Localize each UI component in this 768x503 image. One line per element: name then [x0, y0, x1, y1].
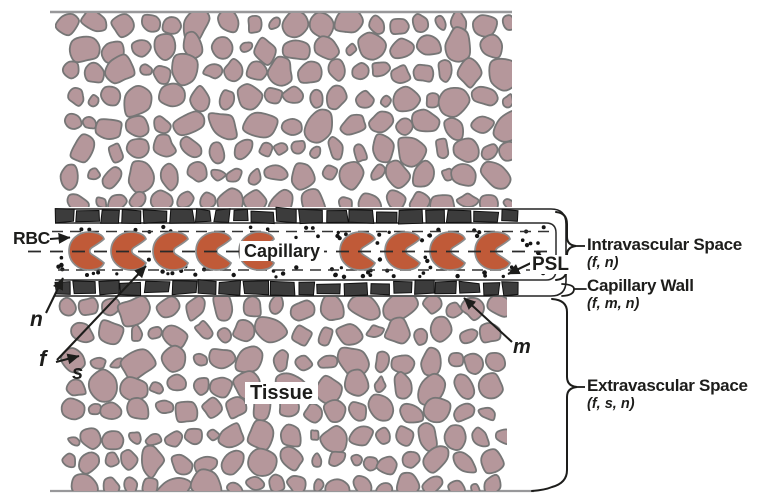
capillary-wall-params: (f, m, n) — [587, 295, 640, 312]
capillary-wall-top — [54, 206, 519, 225]
extravascular-space-params: (f, s, n) — [587, 395, 635, 412]
rbc-group — [68, 231, 511, 271]
capillary-wall-title: Capillary Wall — [587, 276, 694, 295]
tissue-region-top — [55, 13, 512, 207]
extravascular-brace — [531, 298, 578, 492]
rbc-label: RBC — [13, 228, 51, 248]
tissue-region-bottom — [58, 297, 507, 491]
intravascular-space-params: (f, n) — [587, 254, 619, 271]
annotation-arrows — [45, 232, 532, 365]
extravascular-space-annotation: Extravascular Space (f, s, n) — [587, 377, 748, 411]
rbc-cell — [68, 231, 105, 271]
intravascular-space-annotation: Intravascular Space (f, n) — [587, 236, 742, 270]
tissue-label: Tissue — [245, 382, 318, 404]
capillary-wall-annotation: Capillary Wall (f, m, n) — [587, 277, 694, 311]
capillary-label: Capillary — [240, 241, 325, 261]
marker-n-label: n — [30, 308, 43, 331]
intravascular-space-title: Intravascular Space — [587, 235, 742, 254]
psl-label: PSL — [530, 254, 571, 275]
marker-m-label: m — [513, 336, 531, 358]
marker-s-label: s — [72, 362, 84, 384]
capillary-wall-connector — [561, 283, 587, 297]
marker-f-label: f — [39, 346, 47, 371]
rbc-cell — [339, 231, 376, 271]
extravascular-space-title: Extravascular Space — [587, 376, 748, 395]
